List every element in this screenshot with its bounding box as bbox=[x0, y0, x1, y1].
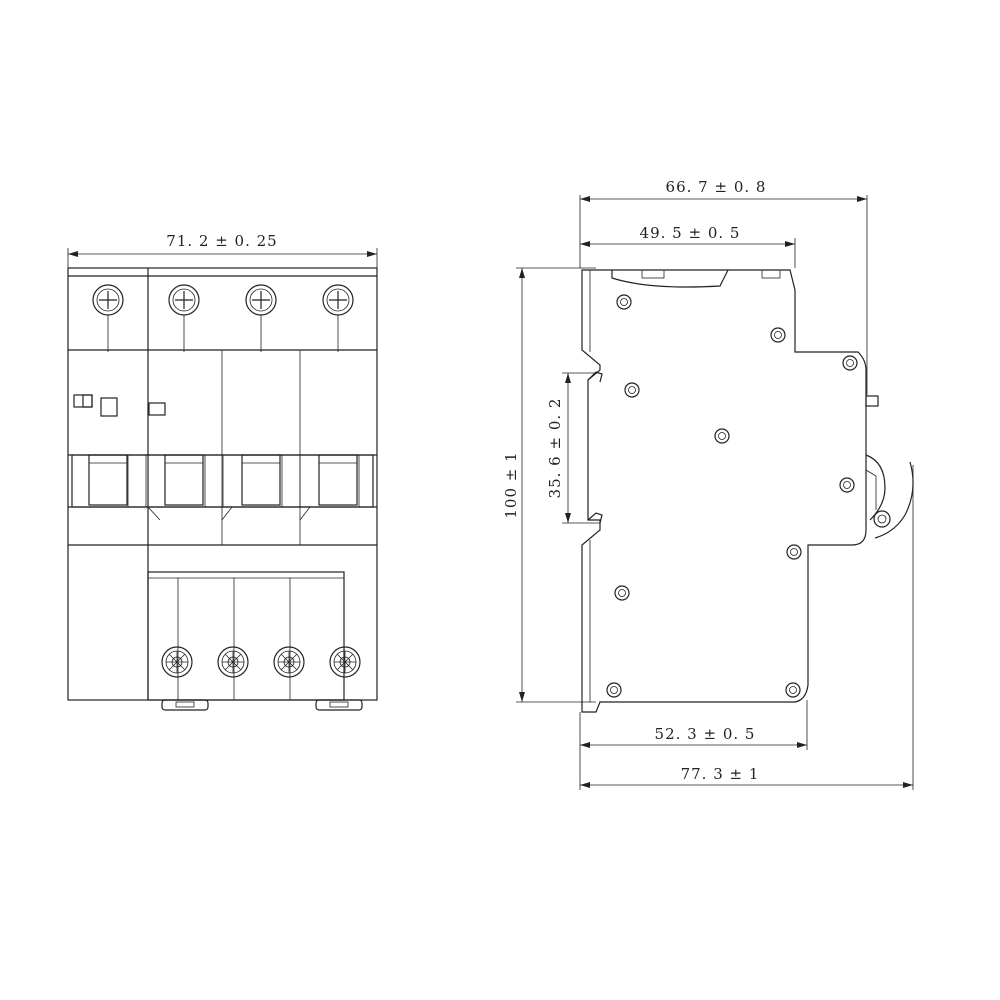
toggle-lever-icon bbox=[88, 454, 128, 506]
bottom-terminal-housing bbox=[147, 571, 345, 701]
top-screw-icon bbox=[168, 284, 200, 352]
top-terminal-screws bbox=[92, 284, 354, 352]
rivet-icon bbox=[842, 355, 858, 371]
side-overall-depth-dimension: 77. 3 ± 1 bbox=[580, 465, 914, 790]
side-pin-icon bbox=[865, 395, 879, 407]
rivet-icon bbox=[714, 428, 730, 444]
bottom-screw-icon bbox=[273, 646, 305, 678]
rivet-icon bbox=[786, 544, 802, 560]
toggle-lever-icon bbox=[164, 454, 204, 506]
rivet-icon bbox=[770, 327, 786, 343]
rivet-icon bbox=[624, 382, 640, 398]
rivet-icon bbox=[616, 294, 632, 310]
front-view: 71. 2 ± 0. 25 bbox=[67, 232, 378, 711]
top-latch bbox=[611, 269, 729, 288]
side-toggle-handle bbox=[865, 454, 914, 539]
front-body-outline bbox=[67, 267, 378, 701]
din-clip-icon bbox=[315, 699, 363, 711]
rail-height-dimension: 35. 6 ± 0. 2 bbox=[546, 372, 600, 524]
toggle-lever-icon bbox=[241, 454, 281, 506]
side-view: 66. 7 ± 0. 8 49. 5 ± 0. 5 100 ± 1 35. 6 … bbox=[502, 178, 914, 790]
side-height-label: 100 ± 1 bbox=[502, 451, 520, 518]
top-screw-icon bbox=[92, 284, 124, 352]
rail-height-label: 35. 6 ± 0. 2 bbox=[546, 398, 564, 499]
side-bottom-depth-dimension: 52. 3 ± 0. 5 bbox=[579, 700, 808, 790]
bottom-screw-icon bbox=[161, 646, 193, 678]
rivet-icon bbox=[839, 477, 855, 493]
rivet-icon bbox=[785, 682, 801, 698]
rivet-icon bbox=[614, 585, 630, 601]
toggle-band bbox=[68, 454, 377, 508]
front-width-dimension: 71. 2 ± 0. 25 bbox=[67, 232, 378, 270]
bottom-screw-icon bbox=[329, 646, 361, 678]
side-height-dimension: 100 ± 1 bbox=[502, 267, 596, 703]
side-top-depth-label: 49. 5 ± 0. 5 bbox=[640, 224, 741, 242]
top-screw-icon bbox=[322, 284, 354, 352]
side-overall-depth-label: 77. 3 ± 1 bbox=[681, 765, 760, 783]
rivet-icon bbox=[606, 682, 622, 698]
bottom-screw-icon bbox=[217, 646, 249, 678]
side-total-depth-label: 66. 7 ± 0. 8 bbox=[666, 178, 767, 196]
test-button-icon bbox=[73, 394, 118, 417]
side-body-outline bbox=[581, 269, 867, 713]
front-width-label: 71. 2 ± 0. 25 bbox=[166, 232, 277, 250]
bottom-terminal-screws bbox=[161, 646, 361, 678]
side-total-depth-dimension: 66. 7 ± 0. 8 bbox=[579, 178, 868, 395]
toggle-lever-icon bbox=[318, 454, 358, 506]
top-screw-icon bbox=[245, 284, 277, 352]
rivets bbox=[606, 294, 858, 698]
side-bottom-depth-label: 52. 3 ± 0. 5 bbox=[655, 725, 756, 743]
din-clip-icon bbox=[161, 699, 209, 711]
side-top-depth-dimension: 49. 5 ± 0. 5 bbox=[580, 224, 796, 268]
indicator-window-icon bbox=[148, 402, 166, 416]
